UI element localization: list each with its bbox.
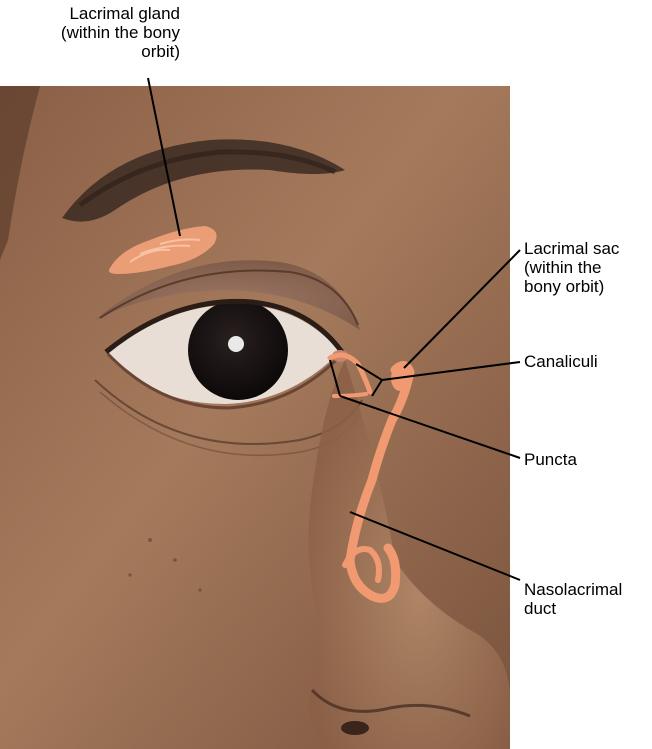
label-canaliculi: Canaliculi: [524, 352, 598, 371]
label-nasolacrimal-duct: Nasolacrimal duct: [524, 580, 622, 618]
face-photo: [0, 86, 510, 749]
label-line: Canaliculi: [524, 352, 598, 371]
label-line: orbit): [0, 42, 180, 61]
label-line: (within the bony: [0, 23, 180, 42]
label-lacrimal-sac: Lacrimal sac (within the bony orbit): [524, 239, 619, 296]
label-lacrimal-gland: Lacrimal gland (within the bony orbit): [0, 4, 180, 61]
eye-highlight: [228, 336, 244, 352]
label-line: duct: [524, 599, 622, 618]
label-line: Nasolacrimal: [524, 580, 622, 599]
nostril: [341, 721, 369, 735]
label-line: bony orbit): [524, 277, 619, 296]
label-line: Lacrimal gland: [0, 4, 180, 23]
label-line: (within the: [524, 258, 619, 277]
label-line: Lacrimal sac: [524, 239, 619, 258]
label-line: Puncta: [524, 450, 577, 469]
label-puncta: Puncta: [524, 450, 577, 469]
